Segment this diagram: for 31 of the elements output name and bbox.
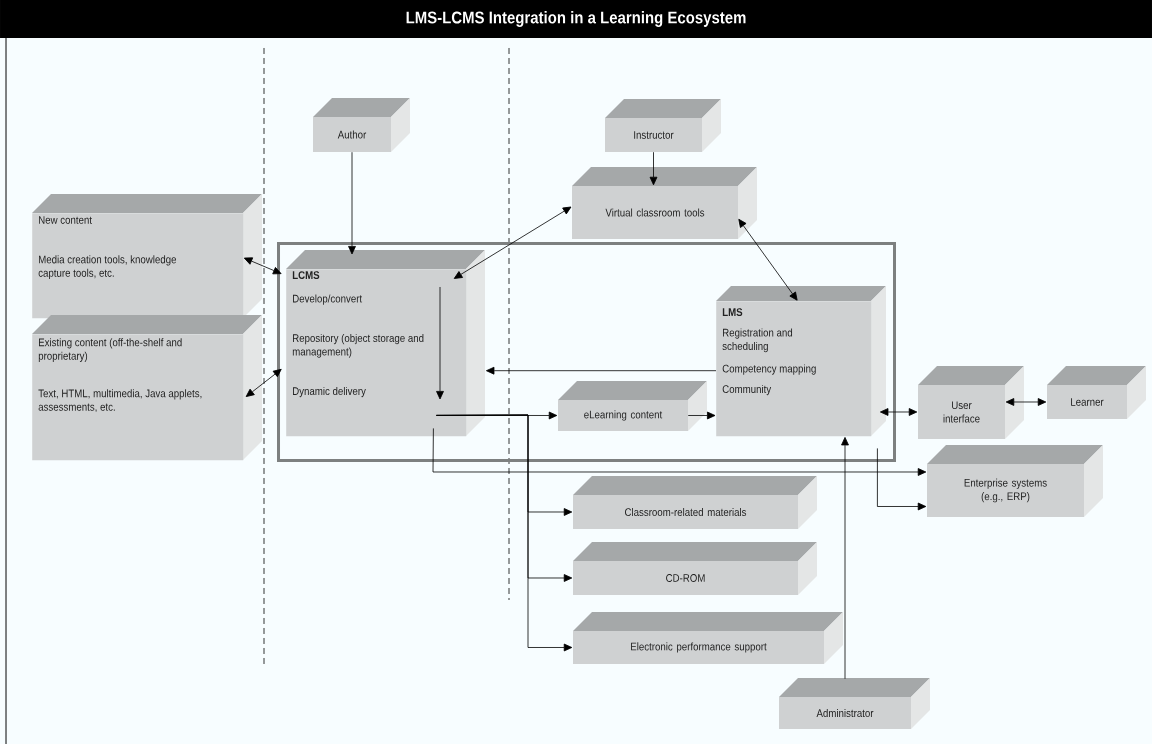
block-box: Enterprise systems (e.g., ERP) (927, 445, 1103, 517)
arrow (877, 448, 927, 511)
arrow (432, 428, 927, 476)
title-bar: LMS-LCMS Integration in a Learning Ecosystem (0, 0, 1152, 38)
block-box: Electronic performance support (573, 612, 843, 664)
block-box: LCMS Develop/convert Repository (object storage and management) Dynamic delivery (286, 250, 485, 437)
block-box: User interface (918, 366, 1024, 439)
block-box: Existing content (off-the-shelf and proprietary) Text, HTML, multimedia, Java applets, assessments, etc. (32, 315, 262, 461)
block-box: Instructor (605, 99, 721, 152)
block-box: CD-ROM (573, 542, 817, 595)
arrow (245, 368, 282, 397)
arrow (687, 411, 716, 420)
block-box: eLearning content (558, 381, 707, 431)
block-box: Administrator (779, 678, 930, 729)
block-box: LMS Registration and scheduling Competency mapping Community (716, 286, 886, 437)
arrow (841, 437, 849, 680)
arrow (649, 151, 658, 186)
arrow (738, 218, 798, 301)
block-box: Author (313, 98, 410, 152)
arrow (243, 257, 282, 275)
group-frame (277, 242, 896, 462)
arrow (880, 408, 918, 416)
block-box: Virtual classroom tools (572, 167, 757, 239)
arrow (348, 151, 356, 255)
arrow (486, 366, 717, 375)
arrow (436, 414, 573, 652)
arrow (453, 206, 572, 279)
block-box: New content Media creation tools, knowledge capture tools, etc. (32, 194, 262, 319)
arrow (1005, 398, 1047, 406)
block-box: Classroom-related materials (573, 476, 817, 529)
block-box: Learner (1047, 366, 1146, 419)
